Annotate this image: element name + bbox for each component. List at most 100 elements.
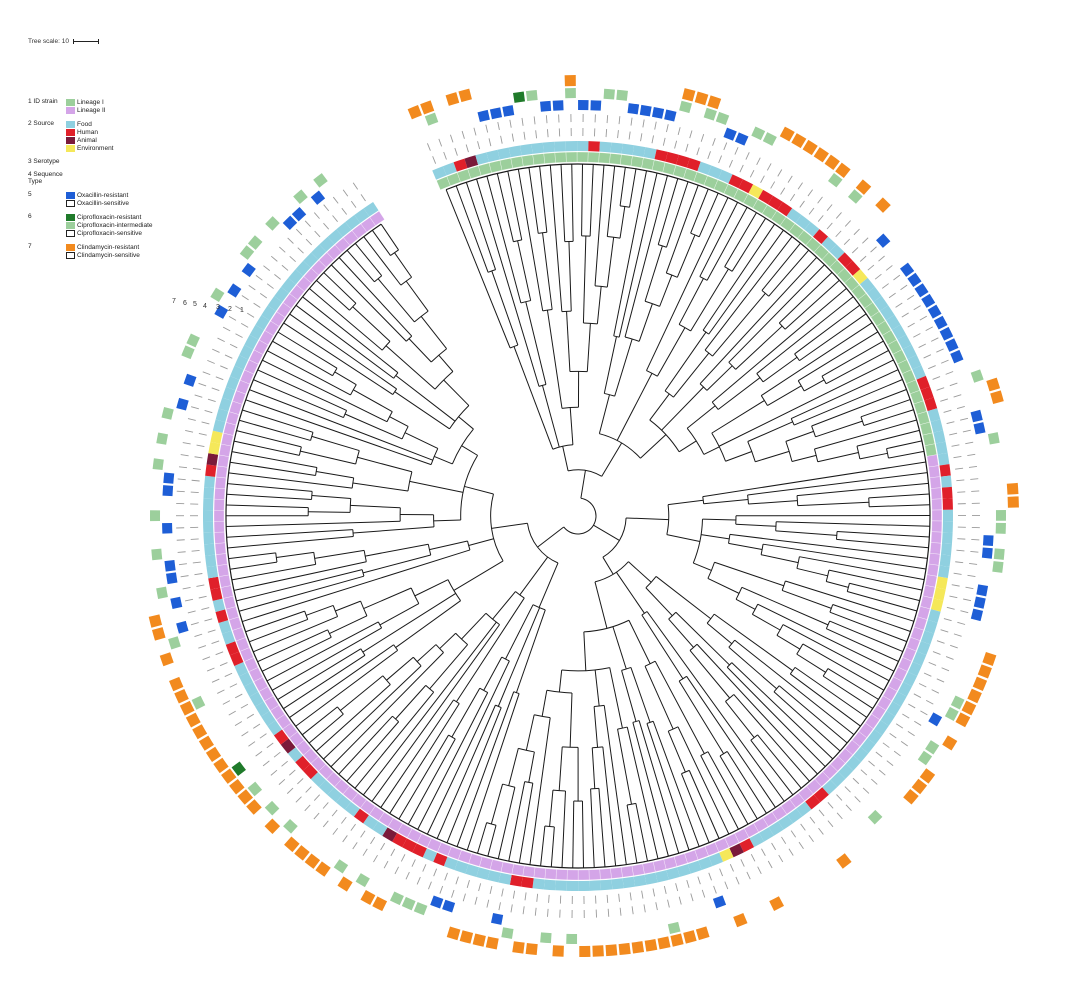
sequence-type-mark <box>191 623 199 625</box>
source-cell <box>509 145 522 157</box>
oxacillin-resistant-cell <box>162 523 172 534</box>
branch-line <box>718 378 760 410</box>
sequence-type-mark <box>886 265 892 270</box>
sequence-type-mark <box>971 491 979 492</box>
sequence-type-mark <box>837 813 842 819</box>
branch-line <box>421 316 446 348</box>
branch-line <box>312 495 351 498</box>
serotype-mark <box>919 344 926 348</box>
sequence-type-mark <box>747 872 750 879</box>
cipro-intermediate-cell <box>604 89 615 100</box>
sequence-type-mark <box>229 711 236 715</box>
branch-line <box>230 562 277 569</box>
sequence-type-mark <box>871 247 877 252</box>
branch-arc <box>276 553 277 562</box>
legend-track-number: 7 <box>28 243 32 250</box>
branch-line <box>563 446 568 471</box>
serotype-mark <box>434 869 437 876</box>
cipro-intermediate-cell <box>356 873 370 887</box>
legend-entry: Clindamycin-sensitive <box>66 251 140 259</box>
source-cell <box>936 442 948 455</box>
sequence-type-mark <box>914 306 921 310</box>
lineage-cell <box>534 867 546 878</box>
sequence-type-mark <box>819 828 824 834</box>
branch-line <box>667 535 700 542</box>
oxacillin-resistant-cell <box>723 128 736 141</box>
cipro-intermediate-cell <box>616 90 628 101</box>
legend-swatch <box>66 222 75 229</box>
branch-arc <box>614 336 619 337</box>
serotype-mark <box>853 778 859 784</box>
branch-line <box>519 783 533 863</box>
serotype-mark <box>433 156 436 163</box>
branch-arc <box>748 442 756 462</box>
sequence-type-mark <box>702 890 705 898</box>
branch-line <box>581 470 586 498</box>
sequence-type-mark <box>655 122 657 130</box>
sequence-type-mark <box>827 205 832 211</box>
lineage-cell <box>216 553 227 565</box>
clinda-resistant-cell <box>199 736 214 751</box>
cipro-intermediate-cell <box>996 523 1006 534</box>
branch-arc <box>383 676 391 685</box>
cipro-intermediate-cell <box>414 902 428 915</box>
cipro-intermediate-cell <box>390 892 404 906</box>
lineage-cell <box>545 869 557 880</box>
serotype-mark <box>852 247 858 253</box>
serotype-mark <box>751 854 755 861</box>
sequence-type-mark <box>767 163 771 170</box>
lineage-cell <box>932 499 942 510</box>
branch-arc <box>515 592 524 599</box>
sequence-type-mark <box>314 813 319 819</box>
branch-line <box>520 557 548 595</box>
branch-line <box>590 164 593 236</box>
branch-line <box>227 536 353 547</box>
branch-line <box>730 534 928 558</box>
branch-line <box>616 572 644 613</box>
branch-line <box>708 752 748 825</box>
branch-line <box>797 483 928 495</box>
source-cell <box>566 141 577 151</box>
serotype-mark <box>241 704 248 708</box>
cipro-intermediate-cell <box>971 369 984 382</box>
branch-line <box>509 748 519 785</box>
serotype-mark <box>698 877 701 885</box>
oxacillin-resistant-cell <box>540 101 551 112</box>
branch-line <box>639 304 652 342</box>
branch-line <box>547 310 562 408</box>
oxacillin-resistant-cell <box>311 191 325 205</box>
serotype-mark <box>642 891 643 899</box>
branch-line <box>415 580 448 596</box>
legend-entry: Ciprofloxacin-resistant <box>66 213 153 221</box>
branch-line <box>687 676 776 807</box>
cipro-intermediate-cell <box>668 922 681 934</box>
serotype-mark <box>928 366 935 369</box>
serotype-mark <box>730 864 733 871</box>
sequence-type-mark <box>183 587 191 588</box>
serotype-mark <box>445 873 448 881</box>
cipro-intermediate-cell <box>951 695 965 709</box>
lineage-cell <box>929 553 940 565</box>
branch-line <box>551 827 554 867</box>
branch-arc <box>795 354 800 361</box>
branch-line <box>708 578 739 593</box>
serotype-mark <box>686 144 688 152</box>
oxacillin-resistant-cell <box>176 621 188 634</box>
branch-arc <box>486 613 500 624</box>
branch-line <box>487 176 521 303</box>
clinda-resistant-cell <box>670 933 683 946</box>
source-cell <box>521 877 534 888</box>
branch-line <box>364 588 412 609</box>
branch-line <box>755 451 789 461</box>
ring-number-5: 5 <box>193 301 197 308</box>
serotype-mark <box>193 562 201 563</box>
branch-line <box>595 670 599 706</box>
branch-line <box>619 173 657 337</box>
sequence-type-mark <box>242 732 249 736</box>
branch-line <box>390 704 460 814</box>
serotype-mark <box>381 843 385 850</box>
branch-arc <box>562 747 578 748</box>
lineage-cell <box>588 152 599 162</box>
branch-line <box>703 462 926 497</box>
source-cell <box>205 555 216 567</box>
